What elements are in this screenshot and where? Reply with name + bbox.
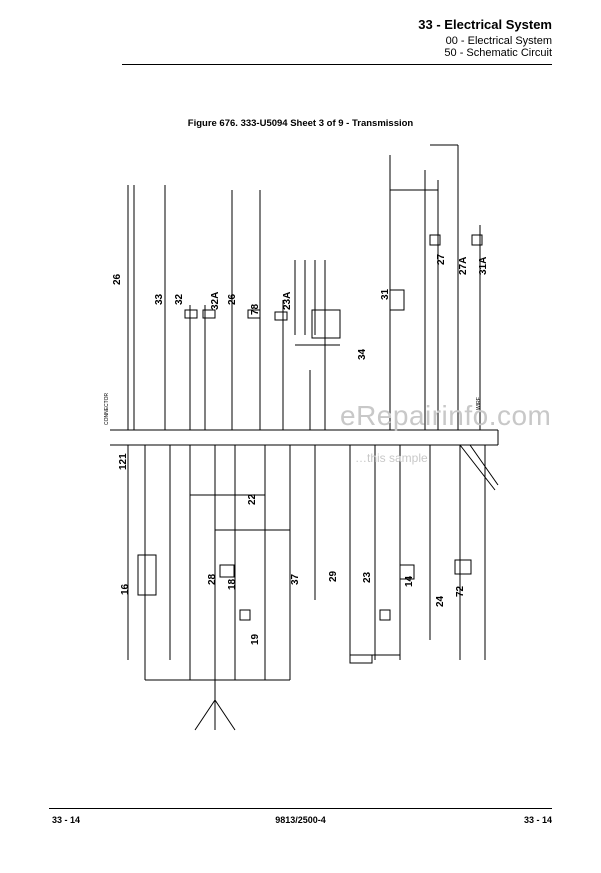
watermark: eRepairinfo.com [340,400,552,431]
callout-72: 72 [455,585,466,597]
callout-31A: 31A [478,257,489,275]
section-title: 33 - Electrical System [418,17,552,32]
header-divider [122,64,552,65]
callout-29: 29 [328,570,339,582]
page-number-left: 33 - 14 [52,815,81,825]
document-code: 9813/2500-4 [275,815,326,825]
callout-19: 19 [250,633,261,645]
svg-text:CONNECTOR: CONNECTOR [104,392,110,425]
wiring-schematic: CONNECTOR WIRE 26 33 32 32A 26 78 23A 31… [104,144,499,731]
callout-23: 23 [362,571,373,583]
svg-text:WIRE: WIRE [476,396,482,410]
callout-31: 31 [380,288,391,300]
callout-34: 34 [357,348,368,360]
callout-26b: 26 [227,293,238,305]
callout-27: 27 [436,253,447,265]
callout-121: 121 [118,453,129,470]
section-subtitle: 00 - Electrical System [445,35,552,47]
callout-24: 24 [435,595,446,607]
callout-37: 37 [290,573,301,585]
callout-27A: 27A [458,257,469,275]
callout-22: 22 [247,493,258,505]
figure-caption: Figure 676. 333-U5094 Sheet 3 of 9 - Tra… [187,118,414,129]
callout-33: 33 [154,293,165,305]
callout-28: 28 [207,573,218,585]
callout-26: 26 [112,273,123,285]
watermark-subtext: …this sample [355,451,428,465]
footer-divider [49,808,552,809]
callout-14: 14 [404,575,415,587]
callout-23A: 23A [282,292,293,310]
callout-16: 16 [120,583,131,595]
section-subtitle-2: 50 - Schematic Circuit [444,47,552,59]
callout-32: 32 [174,293,185,305]
callout-78: 78 [250,303,261,315]
callout-18: 18 [227,578,238,590]
page-number-right: 33 - 14 [523,815,552,825]
callout-32A: 32A [210,292,221,310]
